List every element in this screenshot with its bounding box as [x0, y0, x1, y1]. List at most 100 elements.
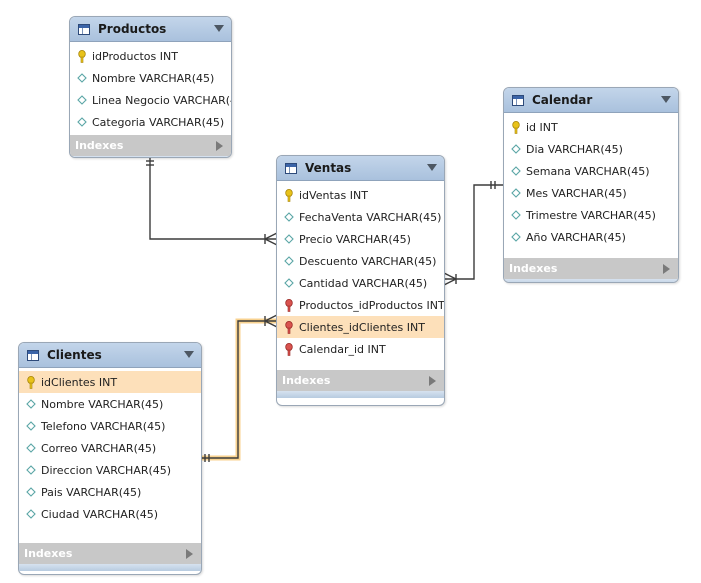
- expand-arrow-icon[interactable]: [663, 264, 670, 274]
- table-ventas[interactable]: Ventas idVentas INT FechaVenta VARCHAR(4…: [276, 155, 445, 406]
- attribute-diamond-icon: [282, 210, 296, 224]
- column-row[interactable]: Nombre VARCHAR(45): [19, 393, 201, 415]
- column-row[interactable]: Direccion VARCHAR(45): [19, 459, 201, 481]
- column-row-highlighted[interactable]: Clientes_idClientes INT: [277, 316, 444, 338]
- table-icon: [27, 349, 39, 361]
- attribute-diamond-icon: [24, 463, 38, 477]
- indexes-section[interactable]: Indexes: [19, 543, 201, 564]
- column-row[interactable]: Productos_idProductos INT: [277, 294, 444, 316]
- indexes-section[interactable]: Indexes: [70, 135, 231, 156]
- column-label: idClientes INT: [41, 375, 118, 389]
- column-row[interactable]: idProductos INT: [70, 45, 231, 67]
- column-label: id INT: [526, 120, 558, 134]
- attribute-diamond-icon: [24, 397, 38, 411]
- table-calendar[interactable]: Calendar id INT Dia VARCHAR(45) Semana V…: [503, 87, 679, 283]
- attribute-diamond-icon: [509, 142, 523, 156]
- column-label: FechaVenta VARCHAR(45): [299, 210, 442, 224]
- attribute-diamond-icon: [75, 93, 89, 107]
- column-row[interactable]: Linea Negocio VARCHAR(45): [70, 89, 231, 111]
- column-row[interactable]: Año VARCHAR(45): [504, 226, 678, 248]
- indexes-section[interactable]: Indexes: [504, 258, 678, 279]
- table-header[interactable]: Productos: [70, 17, 231, 42]
- attribute-diamond-icon: [282, 254, 296, 268]
- column-label: Categoria VARCHAR(45): [92, 115, 225, 129]
- table-productos[interactable]: Productos idProductos INT Nombre VARCHAR…: [69, 16, 232, 158]
- table-icon: [285, 162, 297, 174]
- column-label: Linea Negocio VARCHAR(45): [92, 93, 231, 107]
- attribute-diamond-icon: [24, 441, 38, 455]
- collapse-arrow-icon[interactable]: [184, 351, 194, 358]
- column-label: Dia VARCHAR(45): [526, 142, 623, 156]
- column-row[interactable]: Pais VARCHAR(45): [19, 481, 201, 503]
- attribute-diamond-icon: [509, 186, 523, 200]
- primary-key-icon: [75, 49, 89, 63]
- column-row[interactable]: Dia VARCHAR(45): [504, 138, 678, 160]
- table-title: Ventas: [305, 161, 352, 175]
- column-row[interactable]: Trimestre VARCHAR(45): [504, 204, 678, 226]
- relationship-productos-ventas[interactable]: [146, 156, 278, 246]
- table-title: Clientes: [47, 348, 102, 362]
- indexes-label: Indexes: [509, 262, 558, 275]
- column-label: Ciudad VARCHAR(45): [41, 507, 159, 521]
- attribute-diamond-icon: [75, 71, 89, 85]
- foreign-key-icon: [282, 298, 296, 312]
- column-row[interactable]: Precio VARCHAR(45): [277, 228, 444, 250]
- column-label: Productos_idProductos INT: [299, 298, 445, 312]
- column-label: Año VARCHAR(45): [526, 230, 626, 244]
- column-row[interactable]: Categoria VARCHAR(45): [70, 111, 231, 133]
- column-label: Descuento VARCHAR(45): [299, 254, 437, 268]
- column-row[interactable]: idVentas INT: [277, 184, 444, 206]
- table-title: Calendar: [532, 93, 593, 107]
- table-header[interactable]: Clientes: [19, 343, 201, 368]
- column-row[interactable]: Correo VARCHAR(45): [19, 437, 201, 459]
- expand-arrow-icon[interactable]: [186, 549, 193, 559]
- column-row[interactable]: id INT: [504, 116, 678, 138]
- column-label: Semana VARCHAR(45): [526, 164, 650, 178]
- attribute-diamond-icon: [24, 485, 38, 499]
- column-label: Cantidad VARCHAR(45): [299, 276, 428, 290]
- column-row[interactable]: Calendar_id INT: [277, 338, 444, 360]
- attribute-diamond-icon: [509, 164, 523, 178]
- relationship-calendar-ventas[interactable]: [443, 181, 504, 286]
- column-label: Pais VARCHAR(45): [41, 485, 142, 499]
- column-label: Nombre VARCHAR(45): [92, 71, 215, 85]
- table-header[interactable]: Ventas: [277, 156, 444, 181]
- indexes-label: Indexes: [75, 139, 124, 152]
- column-label: Mes VARCHAR(45): [526, 186, 627, 200]
- primary-key-icon: [509, 120, 523, 134]
- column-label: Nombre VARCHAR(45): [41, 397, 164, 411]
- column-label: Trimestre VARCHAR(45): [526, 208, 656, 222]
- column-row[interactable]: Mes VARCHAR(45): [504, 182, 678, 204]
- column-list: id INT Dia VARCHAR(45) Semana VARCHAR(45…: [504, 113, 678, 250]
- foreign-key-icon: [282, 342, 296, 356]
- table-header[interactable]: Calendar: [504, 88, 678, 113]
- expand-arrow-icon[interactable]: [216, 141, 223, 151]
- table-footer: [504, 279, 678, 282]
- attribute-diamond-icon: [509, 208, 523, 222]
- column-list: idVentas INT FechaVenta VARCHAR(45) Prec…: [277, 181, 444, 362]
- primary-key-icon: [282, 188, 296, 202]
- column-label: Precio VARCHAR(45): [299, 232, 411, 246]
- table-clientes[interactable]: Clientes idClientes INT Nombre VARCHAR(4…: [18, 342, 202, 575]
- column-row[interactable]: Cantidad VARCHAR(45): [277, 272, 444, 294]
- column-row[interactable]: FechaVenta VARCHAR(45): [277, 206, 444, 228]
- indexes-label: Indexes: [282, 374, 331, 387]
- column-row-highlighted[interactable]: idClientes INT: [19, 371, 201, 393]
- column-row[interactable]: Semana VARCHAR(45): [504, 160, 678, 182]
- expand-arrow-icon[interactable]: [429, 376, 436, 386]
- indexes-label: Indexes: [24, 547, 73, 560]
- column-label: Telefono VARCHAR(45): [41, 419, 166, 433]
- column-row[interactable]: Descuento VARCHAR(45): [277, 250, 444, 272]
- table-footer: [70, 156, 231, 157]
- indexes-section[interactable]: Indexes: [277, 370, 444, 391]
- column-label: Direccion VARCHAR(45): [41, 463, 172, 477]
- collapse-arrow-icon[interactable]: [661, 96, 671, 103]
- table-title: Productos: [98, 22, 167, 36]
- collapse-arrow-icon[interactable]: [427, 164, 437, 171]
- column-row[interactable]: Ciudad VARCHAR(45): [19, 503, 201, 525]
- collapse-arrow-icon[interactable]: [214, 25, 224, 32]
- column-row[interactable]: Nombre VARCHAR(45): [70, 67, 231, 89]
- relationship-clientes-ventas[interactable]: [201, 314, 278, 462]
- column-row[interactable]: Telefono VARCHAR(45): [19, 415, 201, 437]
